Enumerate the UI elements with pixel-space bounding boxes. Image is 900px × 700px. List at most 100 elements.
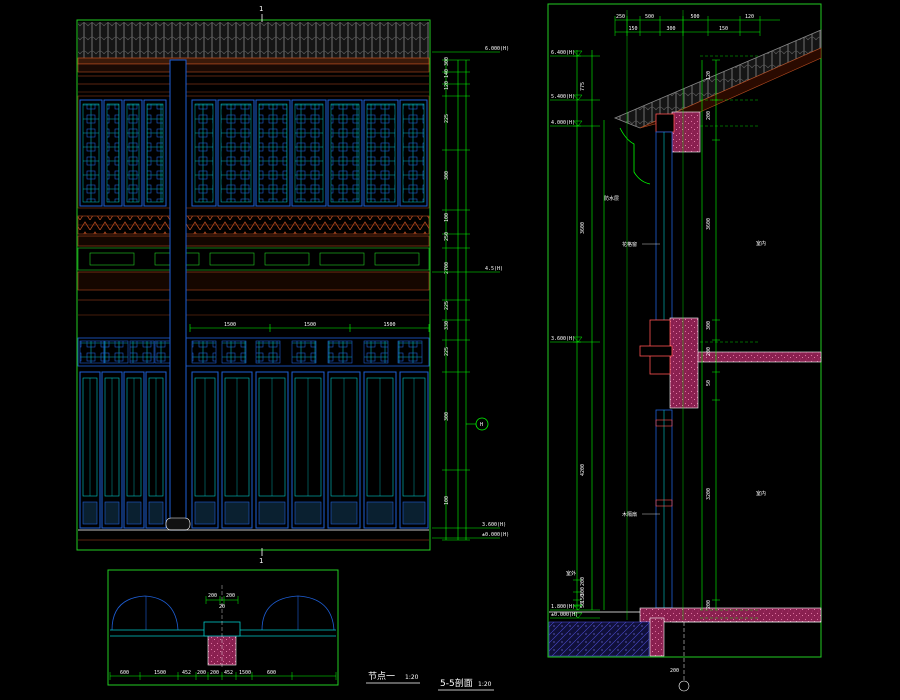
level-mid-text: 4.5(H)	[485, 266, 503, 272]
upper-panel-lattice	[106, 103, 120, 203]
upper-dim-text: 1500	[384, 322, 396, 328]
upper-panel-frame	[103, 99, 123, 207]
sec-right-dim-text: 3600	[706, 218, 712, 230]
transom-panel	[191, 340, 217, 364]
lower-beam	[77, 271, 430, 291]
detail-title-block: 节点一 1:20	[366, 671, 420, 684]
right-dim-text: 300	[444, 412, 450, 421]
upper-panel-frame	[255, 99, 291, 207]
upper-panel-lattice	[146, 103, 164, 203]
sec-left-dim-text: 50	[580, 602, 586, 608]
frieze-panel	[264, 252, 310, 266]
sec-left-dim-text: 4200	[580, 464, 586, 476]
section-title-block: 5-5剖面 1:20	[438, 677, 494, 691]
right-dim-text: 120	[444, 81, 450, 90]
note-exterior: 室外	[566, 570, 576, 577]
upper-panel-frame	[363, 99, 399, 207]
sec-level-triangle	[573, 50, 583, 57]
upper-panel-frame	[123, 99, 143, 207]
detail-bottom-dim-text: 1500	[154, 670, 166, 676]
level-b: ±0.000(H)	[432, 532, 509, 539]
door-leaf-frame	[291, 371, 325, 529]
upper-panel-lattice	[294, 103, 324, 203]
detail-bottom-dim-text: 1500	[239, 670, 251, 676]
door-leaf-apron	[402, 501, 426, 525]
upper-panel-lattice	[258, 103, 288, 203]
door-leaf-frame	[123, 371, 145, 529]
timber-column	[169, 59, 187, 531]
door-leaf-apron	[194, 501, 216, 525]
sec-top-dim-text: 500	[645, 14, 654, 20]
sec-level-triangle	[573, 94, 583, 101]
grid-bubble	[475, 417, 489, 431]
upper-panel-lattice	[366, 103, 396, 203]
middle-beam	[669, 317, 699, 409]
transom-panel	[327, 340, 353, 364]
detail-bottom-dim-text: 600	[120, 670, 129, 676]
door-leaf-apron	[258, 501, 286, 525]
door-leaf-apron	[82, 501, 98, 525]
door-leaf-apron	[224, 501, 250, 525]
detail-frame	[107, 569, 339, 686]
sec-level-text: 6.400(H)	[551, 50, 575, 56]
right-dim-text: 330	[444, 321, 450, 330]
section-mark-top: 1	[259, 5, 263, 13]
detail-top-dim-text: 20	[219, 604, 225, 610]
door-leaf-frame	[145, 371, 167, 529]
level-top-text: 6.000(H)	[485, 46, 509, 52]
transom-panel	[291, 340, 317, 364]
sec-level-triangle	[573, 612, 583, 619]
detail-scale: 1:20	[405, 674, 419, 681]
sec-level-text: 3.600(H)	[551, 336, 575, 342]
frieze-panels	[89, 252, 420, 266]
sec-level-text: 1.800(H)	[551, 604, 575, 610]
door-leaf-frame	[101, 371, 123, 529]
sec-top-dim-text: 120	[745, 14, 754, 20]
upper-fret-band	[77, 215, 430, 235]
note-interior-upper: 室内	[756, 240, 766, 247]
cornice-profile	[619, 127, 651, 185]
door-leaf-frame	[191, 371, 219, 529]
door-leaf-frame	[79, 371, 101, 529]
upper-window-panels	[79, 99, 428, 207]
level-top: 6.000(H)	[432, 46, 509, 53]
level-a: 3.600(H)	[432, 522, 506, 529]
right-dim-text: 100	[444, 213, 450, 222]
door-leaf-apron	[126, 501, 142, 525]
door-leaf-apron	[366, 501, 394, 525]
foundation	[649, 617, 665, 657]
section-mark-bottom: 1	[259, 557, 263, 565]
sec-right-dim-text: 300	[706, 321, 712, 330]
sec-left-dim-text: 150	[580, 594, 586, 603]
sec-right-dim-text: 200	[706, 111, 712, 120]
door-leaf-frame	[399, 371, 429, 529]
sec-top-dim-text: 500	[691, 14, 700, 20]
upper-panel-lattice	[126, 103, 140, 203]
door-leaf-frame	[221, 371, 253, 529]
section-levels: 6.400(H)5.400(H)4.000(H)3.600(H)1.800(H)…	[550, 50, 760, 619]
upper-panel-lattice	[82, 103, 100, 203]
sec-level-text: 5.400(H)	[551, 94, 575, 100]
right-dim-text: 225	[444, 114, 450, 123]
section-scale: 1:20	[478, 681, 492, 688]
upper-panel-frame	[79, 99, 103, 207]
door-leaf-apron	[148, 501, 164, 525]
sec-left-dim-text: 775	[580, 82, 586, 91]
upper-rail	[77, 235, 430, 247]
section-title: 5-5剖面	[440, 677, 473, 689]
door-leaf-frame	[327, 371, 361, 529]
door-leaf-apron	[104, 501, 120, 525]
right-dim-text: 100	[444, 496, 450, 505]
frieze-board	[77, 247, 430, 271]
frieze-panel	[374, 252, 420, 266]
upper-panel-lattice	[194, 103, 214, 203]
sec-level-text: ±0.000(H)	[551, 612, 578, 618]
